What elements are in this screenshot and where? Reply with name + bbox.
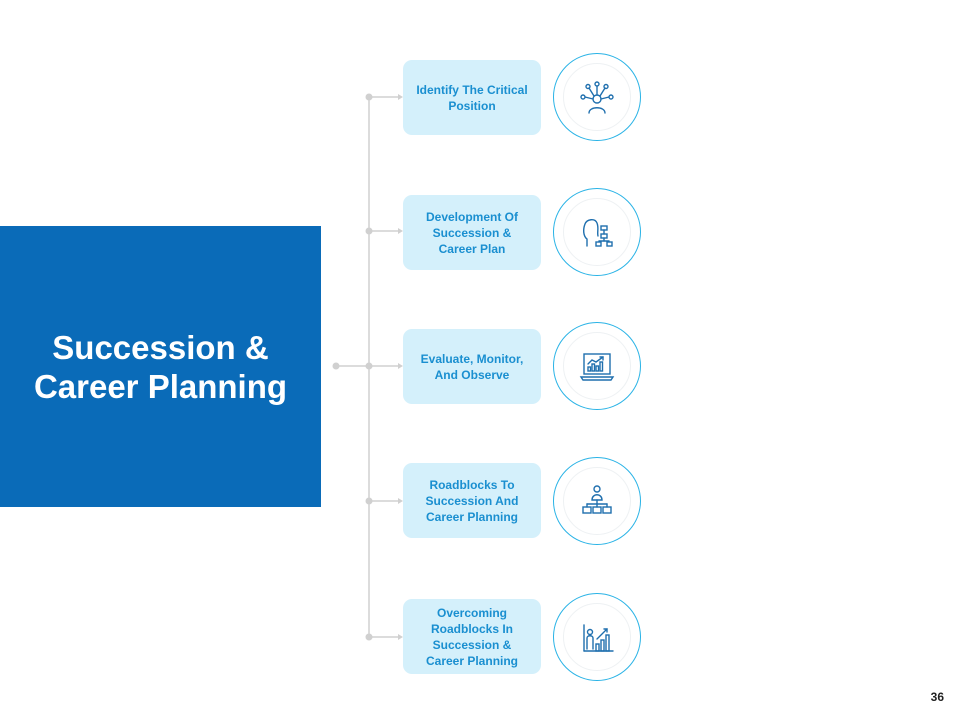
network-person-icon [580, 81, 614, 114]
step-box-5: Overcoming Roadblocks In Succession & Ca… [403, 599, 541, 674]
title-panel: Succession & Career Planning [0, 226, 321, 507]
connector-branch-4 [365, 497, 403, 505]
step-box-4: Roadblocks To Succession And Career Plan… [403, 463, 541, 538]
step-box-3: Evaluate, Monitor, And Observe [403, 329, 541, 404]
step-label-2: Development Of Succession & Career Plan [425, 209, 518, 256]
laptop-chart-icon [579, 353, 615, 381]
connector-branch-2 [365, 227, 403, 235]
step-label-3: Evaluate, Monitor, And Observe [420, 351, 524, 382]
step-circle-2 [553, 188, 641, 276]
connector-branch-5 [365, 633, 403, 641]
step-label-4: Roadblocks To Succession And Career Plan… [425, 477, 519, 524]
step-circle-5 [553, 593, 641, 681]
step-circle-1 [553, 53, 641, 141]
step-label-5: Overcoming Roadblocks In Succession & Ca… [425, 605, 519, 668]
connector-branch-1 [365, 93, 403, 101]
person-growth-chart-icon [583, 624, 614, 652]
person-org-chart-icon [582, 219, 613, 247]
step-box-2: Development Of Succession & Career Plan [403, 195, 541, 270]
connector-main-dot [332, 362, 340, 370]
page-number: 36 [930, 690, 944, 704]
step-circle-3 [553, 322, 641, 410]
step-circle-4 [553, 457, 641, 545]
connector-branch-3 [365, 362, 403, 370]
org-hierarchy-icon [582, 485, 612, 514]
step-label-1: Identify The Critical Position [416, 82, 528, 113]
step-box-1: Identify The Critical Position [403, 60, 541, 135]
slide-title: Succession & Career Planning [33, 328, 288, 405]
